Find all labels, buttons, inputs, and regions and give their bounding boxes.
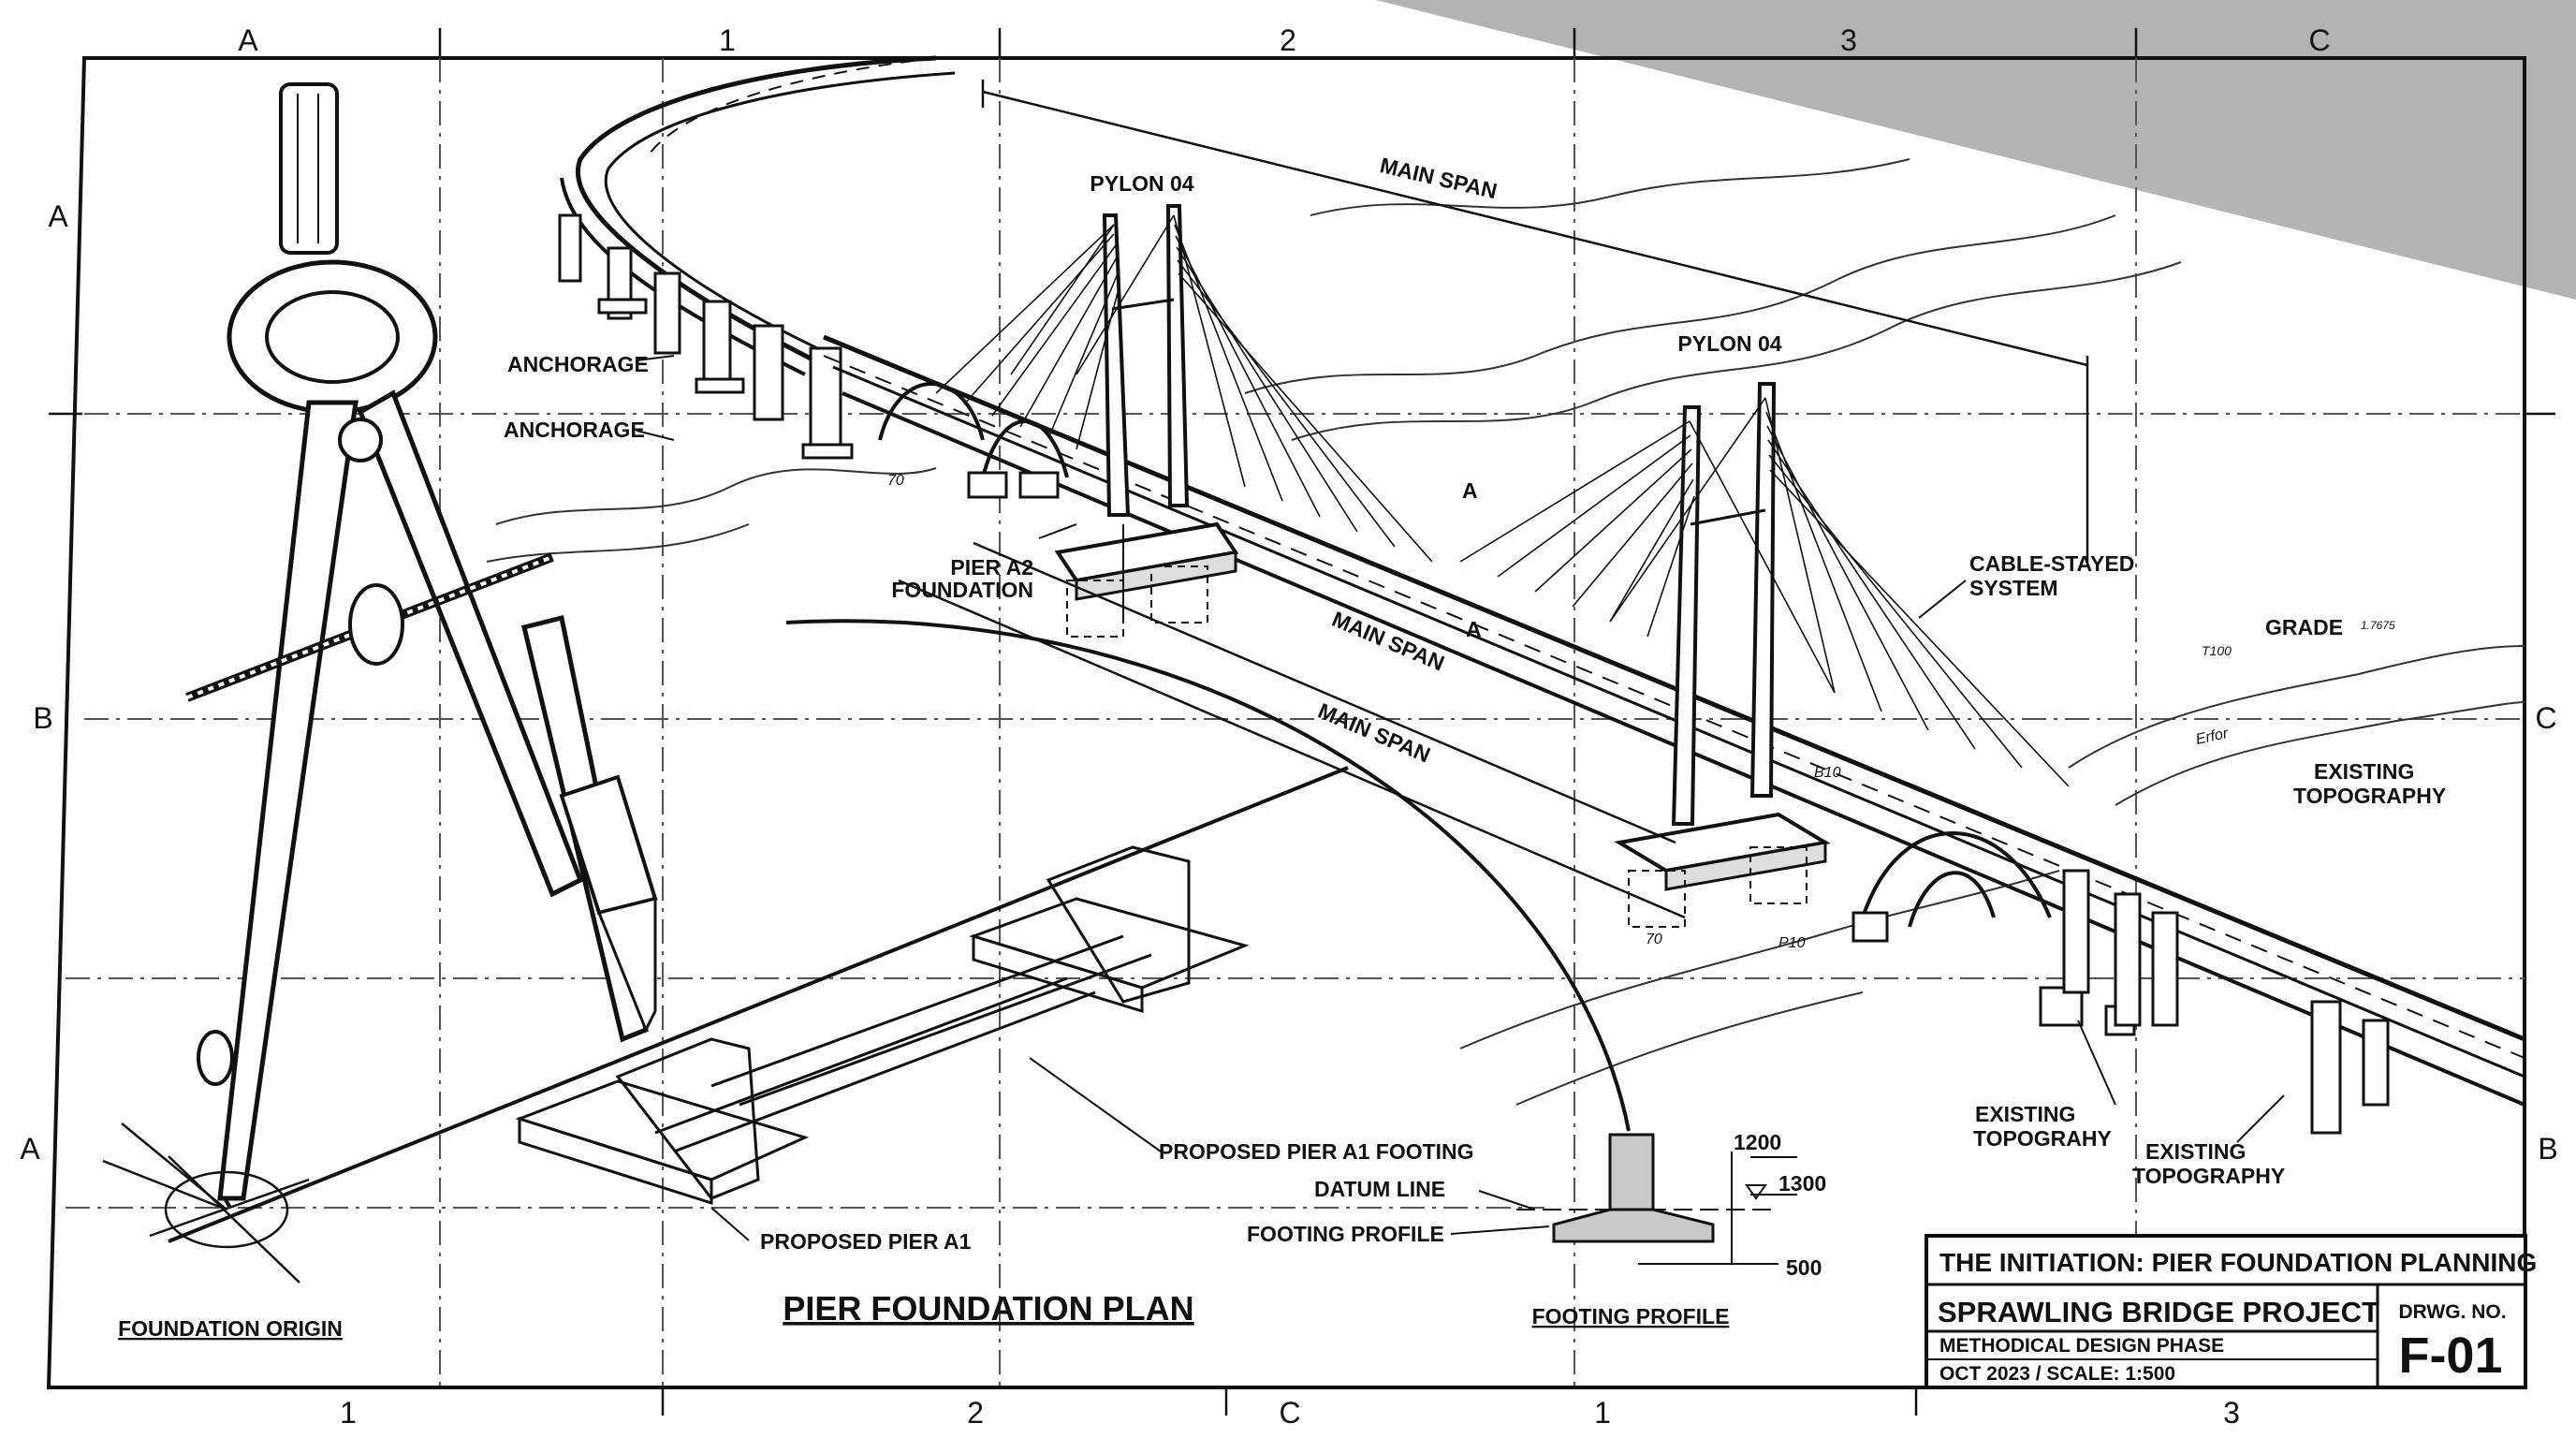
pylon-left-cables <box>935 214 1433 563</box>
grid-label-top-3: 2 <box>1280 23 1296 57</box>
sketch-t100: T100 <box>2202 643 2232 658</box>
title-block-phase: METHODICAL DESIGN PHASE <box>1939 1335 2224 1357</box>
label-proposed-pier: PROPOSED PIER A1 <box>760 1229 972 1254</box>
label-existing-topo-3-line1: EXISTING <box>2145 1139 2246 1164</box>
plan-baseline <box>168 524 1631 1243</box>
label-pier-a2-line1: PIER A2 <box>950 555 1033 580</box>
grid-ticks <box>49 28 2555 1416</box>
sketch-erfor: Erfor <box>2194 726 2230 748</box>
sketch-grade-tag: 1.7675 <box>2361 619 2395 632</box>
section-mark-a-upper: A <box>1462 478 1478 503</box>
grid-label-bottom-5: 3 <box>2223 1396 2240 1430</box>
pylon-left <box>1054 204 1239 601</box>
arch-pier-blocks <box>967 471 2136 1036</box>
sheet-border <box>46 56 2526 1389</box>
right-piers <box>2062 869 2390 1135</box>
label-grade: GRADE <box>2265 615 2343 639</box>
sketch-p10: P10 <box>1778 935 1806 951</box>
title-block-drawing-no: F-01 <box>2398 1328 2502 1384</box>
grid-label-right-1: C <box>2535 701 2556 735</box>
title-block-text: THE INITIATION: PIER FOUNDATION PLANNING… <box>1938 1248 2537 1385</box>
label-existing-topo-2-line2: TOPOGRAHY <box>1973 1126 2112 1151</box>
label-existing-topo-1-line1: EXISTING <box>2314 759 2414 784</box>
background-topography <box>486 158 2525 1106</box>
grid-label-bottom-3: C <box>1279 1396 1300 1430</box>
drawing-labels: PYLON 04 PYLON 04 MAIN SPAN MAIN SPAN MA… <box>118 153 2446 1341</box>
label-anchorage-1: ANCHORAGE <box>507 352 649 376</box>
label-pylon-left: PYLON 04 <box>1090 171 1193 196</box>
gray-corner-band <box>1376 0 2576 300</box>
pier-plan-boxes <box>515 845 1250 1206</box>
grid-label-top-4: 3 <box>1840 23 1857 57</box>
deck-arches <box>878 382 2052 928</box>
leader-lines <box>636 355 2285 1241</box>
dimension-1300: 1300 <box>1778 1171 1826 1196</box>
title-block-title: THE INITIATION: PIER FOUNDATION PLANNING <box>1939 1248 2537 1277</box>
title-block-date-scale: OCT 2023 / SCALE: 1:500 <box>1939 1363 2175 1385</box>
foundation-origin-mark <box>102 1123 310 1284</box>
compass-illustration <box>185 82 658 1210</box>
grid-label-top-2: 1 <box>719 23 736 57</box>
label-existing-topo-3-line2: TOPOGRAPHY <box>2132 1164 2285 1188</box>
pylon-right <box>1614 382 1831 891</box>
label-existing-topo-1-line2: TOPOGRAPHY <box>2293 784 2446 808</box>
label-proposed-footing: PROPOSED PIER A1 FOOTING <box>1159 1139 1474 1164</box>
label-pylon-right: PYLON 04 <box>1677 331 1781 356</box>
label-cable-line1: CABLE-STAYED <box>1969 551 2134 576</box>
dimension-500: 500 <box>1786 1255 1822 1280</box>
grid-label-left-1: A <box>48 199 68 233</box>
sketch-b10: B10 <box>1814 765 1841 781</box>
sketch-70-a: 70 <box>887 473 904 489</box>
grid-label-bottom-4: 1 <box>1594 1396 1611 1430</box>
dimension-1200: 1200 <box>1734 1130 1781 1154</box>
footing-profile <box>1516 1133 1797 1265</box>
label-footing-profile: FOOTING PROFILE <box>1247 1222 1444 1246</box>
grid-labels: A 1 2 3 C 1 2 C 1 3 A B A C B <box>20 23 2557 1430</box>
title-pier-foundation-plan: PIER FOUNDATION PLAN <box>783 1289 1193 1328</box>
grid-label-left-3: A <box>20 1132 40 1166</box>
label-cable-line2: SYSTEM <box>1969 576 2058 600</box>
grid-label-right-2: B <box>2538 1132 2557 1166</box>
label-foundation-origin: FOUNDATION ORIGIN <box>118 1316 343 1341</box>
section-mark-a-lower: A <box>1466 617 1482 641</box>
label-existing-topo-2-line1: EXISTING <box>1975 1102 2075 1126</box>
label-main-span-top: MAIN SPAN <box>1378 153 1500 203</box>
title-footing-profile: FOOTING PROFILE <box>1532 1304 1730 1328</box>
grid-label-top-1: A <box>238 23 258 57</box>
pylon-right-cables <box>1459 397 2070 787</box>
grid-label-bottom-1: 1 <box>340 1396 357 1430</box>
grid-label-bottom-2: 2 <box>967 1396 984 1430</box>
sketch-70-b: 70 <box>1646 932 1662 947</box>
reference-grid <box>66 58 2525 1387</box>
grid-label-top-5: C <box>2308 23 2330 57</box>
grid-label-left-2: B <box>33 701 52 735</box>
span-dimension-lines <box>898 80 2089 919</box>
title-block-drawing-no-label: DRWG. NO. <box>2398 1301 2506 1323</box>
label-pier-a2-line2: FOUNDATION <box>891 578 1033 602</box>
label-datum-line: DATUM LINE <box>1314 1177 1445 1201</box>
label-anchorage-2: ANCHORAGE <box>504 418 645 442</box>
viaduct-piers <box>558 213 854 460</box>
title-block <box>1925 1234 2527 1389</box>
main-deck <box>823 334 2525 1107</box>
title-block-project: SPRAWLING BRIDGE PROJECT <box>1938 1296 2379 1328</box>
